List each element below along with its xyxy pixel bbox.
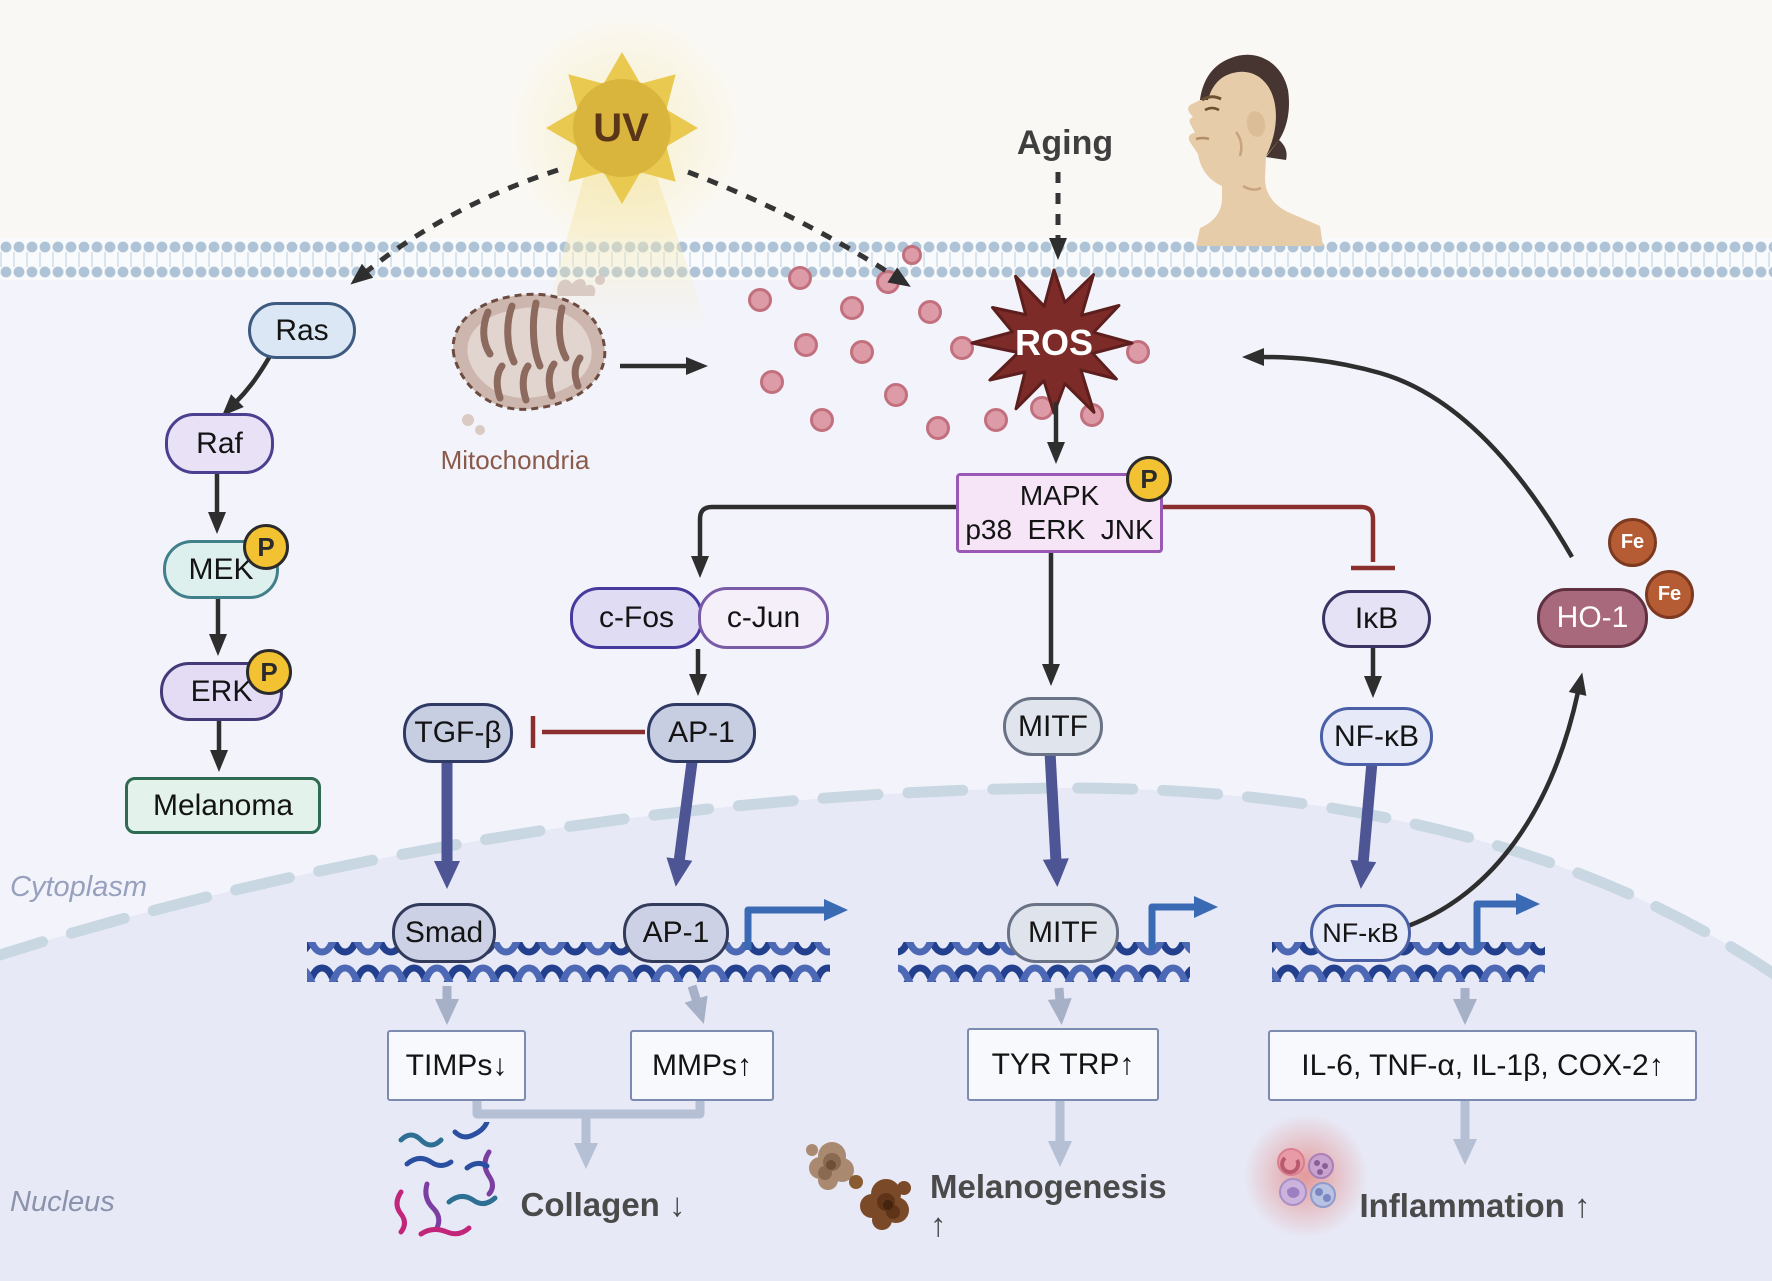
node-ap1-cytoplasm: AP-1 xyxy=(647,703,756,763)
aging-label: Aging xyxy=(1016,123,1114,162)
box-cytokines: IL-6, TNF-α, IL-1β, COX-2↑ xyxy=(1268,1030,1697,1101)
node-mek: MEK xyxy=(163,540,279,599)
mapk-members: p38 ERK JNK xyxy=(965,514,1154,545)
node-melanoma: Melanoma xyxy=(125,777,321,834)
effect-collagen: Collagen ↓ xyxy=(520,1186,686,1223)
cytoplasm-label: Cytoplasm xyxy=(10,871,147,903)
membrane-lipid-tails xyxy=(0,252,1772,267)
node-nfkb-cytoplasm: NF-κB xyxy=(1320,707,1433,766)
phospho-badge-erk: P xyxy=(246,649,292,695)
node-smad: Smad xyxy=(392,903,496,963)
node-ho1: HO-1 xyxy=(1537,588,1648,648)
mapk-title: MAPK xyxy=(1019,480,1100,511)
node-nfkb-nucleus: NF-κB xyxy=(1310,904,1411,962)
node-raf: Raf xyxy=(165,413,274,474)
membrane-inner-leaflet xyxy=(0,266,1772,278)
node-cfos: c-Fos xyxy=(570,587,703,649)
box-tyr-trp: TYR TRP↑ xyxy=(967,1028,1159,1101)
node-tgfb: TGF-β xyxy=(403,703,513,763)
phospho-badge-mapk: P xyxy=(1126,456,1172,502)
melanin-icon xyxy=(806,1142,911,1230)
phospho-badge-mek: P xyxy=(243,524,289,570)
node-mapk: MAPK p38 ERK JNK xyxy=(956,473,1163,553)
effect-melanogenesis: Melanogenesis ↑ xyxy=(930,1168,1167,1243)
fe-badge-1: Fe xyxy=(1608,518,1657,567)
mitochondria-label: Mitochondria xyxy=(440,444,590,475)
node-mitf-nucleus: MITF xyxy=(1007,903,1119,963)
sun-icon xyxy=(546,52,698,204)
inflammation-icon xyxy=(1244,1114,1368,1238)
node-ikb: IκB xyxy=(1322,590,1431,648)
ros-label: ROS xyxy=(1014,322,1093,363)
effect-inflammation: Inflammation ↑ xyxy=(1359,1187,1591,1224)
node-ap1-nucleus: AP-1 xyxy=(623,903,729,963)
box-mmps: MMPs↑ xyxy=(630,1030,774,1101)
mitochondria-icon xyxy=(451,275,607,435)
node-mitf-cytoplasm: MITF xyxy=(1003,697,1103,756)
node-cjun: c-Jun xyxy=(698,587,829,649)
aging-person-icon xyxy=(1188,54,1323,246)
nucleus-label: Nucleus xyxy=(10,1186,115,1218)
box-timps: TIMPs↓ xyxy=(387,1030,526,1101)
fe-badge-2: Fe xyxy=(1645,570,1694,619)
uv-label: UV xyxy=(593,105,649,150)
node-ras: Ras xyxy=(248,302,356,359)
